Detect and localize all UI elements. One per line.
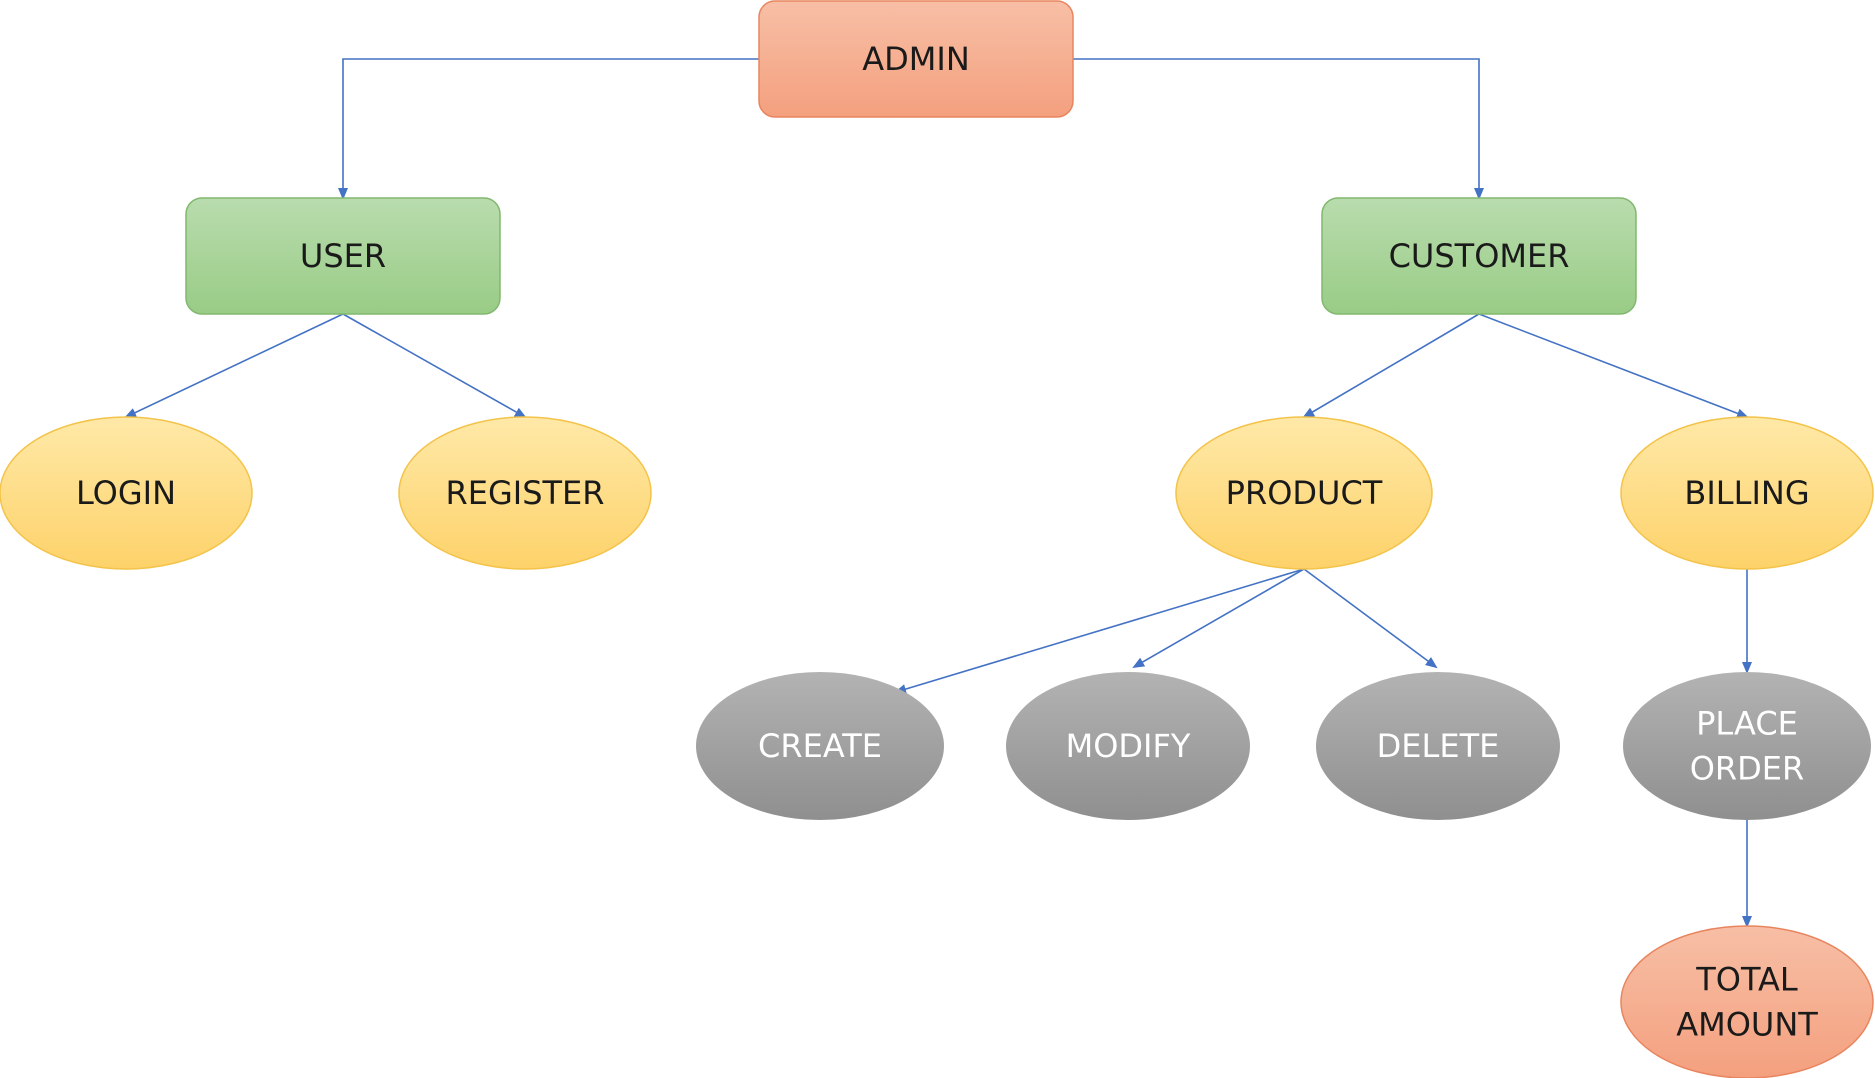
connector-user-to-login	[124, 313, 344, 418]
node-modify: MODIFY	[1006, 672, 1250, 820]
node-label-delete: DELETE	[1377, 727, 1500, 765]
connector-product-to-modify	[1132, 568, 1305, 668]
node-shape-billing	[1620, 416, 1874, 570]
node-label-billing: BILLING	[1684, 474, 1809, 512]
node-total-amount: TOTAL AMOUNT	[1620, 925, 1874, 1078]
node-shape-delete	[1316, 672, 1560, 820]
connector-customer-to-product	[1302, 313, 1480, 419]
connector-user-to-register	[342, 313, 527, 418]
node-label-customer: CUSTOMER	[1389, 237, 1570, 275]
node-place-order: PLACE ORDER	[1623, 672, 1871, 820]
node-shape-create	[696, 672, 944, 820]
node-label-admin: ADMIN	[862, 40, 970, 78]
node-shape-register	[398, 416, 652, 570]
node-shape-user	[185, 197, 501, 315]
node-shape-login	[0, 416, 253, 570]
node-label-register: REGISTER	[446, 474, 605, 512]
connector-admin-to-user	[338, 58, 759, 200]
node-create: CREATE	[696, 672, 944, 820]
node-user: USER	[185, 197, 501, 315]
node-label-login: LOGIN	[76, 474, 176, 512]
node-label-total-amount-line-2: AMOUNT	[1676, 1006, 1818, 1044]
node-admin: ADMIN	[758, 0, 1074, 118]
node-customer: CUSTOMER	[1321, 197, 1637, 315]
node-label-user: USER	[300, 237, 386, 275]
connector-product-to-delete	[1303, 568, 1438, 669]
node-billing: BILLING	[1620, 416, 1874, 570]
node-register: REGISTER	[398, 416, 652, 570]
node-label-place-order-line-1: PLACE	[1696, 705, 1798, 743]
connectors	[124, 58, 1752, 928]
node-shape-product	[1175, 416, 1433, 570]
node-shape-admin	[758, 0, 1074, 118]
node-label-create: CREATE	[758, 727, 882, 765]
node-shape-modify	[1006, 672, 1250, 820]
connector-admin-to-customer	[1073, 58, 1484, 200]
node-shape-place-order	[1623, 672, 1871, 820]
node-login: LOGIN	[0, 416, 253, 570]
node-shape-total-amount	[1620, 925, 1874, 1078]
node-label-total-amount-line-1: TOTAL	[1695, 961, 1798, 999]
connector-product-to-create	[894, 568, 1305, 694]
node-label-product: PRODUCT	[1226, 474, 1383, 512]
node-label-modify: MODIFY	[1066, 727, 1191, 765]
connector-customer-to-billing	[1478, 313, 1749, 419]
node-product: PRODUCT	[1175, 416, 1433, 570]
node-label-place-order-line-2: ORDER	[1690, 750, 1805, 788]
node-delete: DELETE	[1316, 672, 1560, 820]
node-shape-customer	[1321, 197, 1637, 315]
